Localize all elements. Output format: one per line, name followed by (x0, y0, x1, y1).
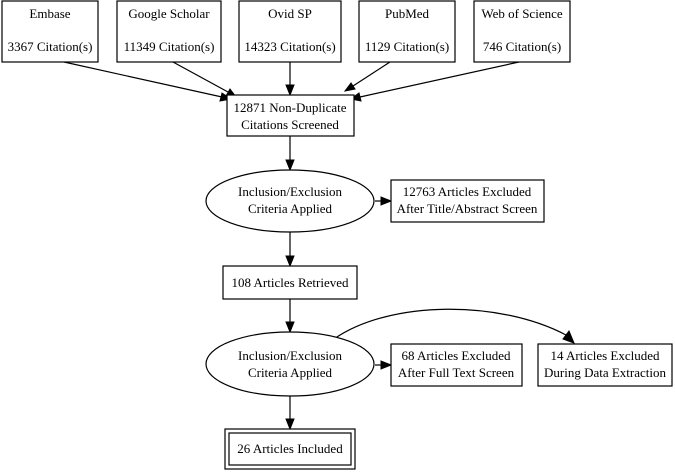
arrowhead-criteria-1 (285, 159, 295, 172)
screened-node: 12871 Non-Duplicate Citations Screened (226, 94, 355, 137)
criteria-node-2: Inclusion/Exclusion Criteria Applied (205, 331, 375, 397)
source-node-google-scholar: Google Scholar 11349 Citation(s) (116, 0, 222, 63)
retrieved-label: 108 Articles Retrieved (232, 275, 349, 290)
excluded-title-abstract-line-2: After Title/Abstract Screen (397, 201, 538, 216)
retrieved-node: 108 Articles Retrieved (222, 265, 358, 300)
source-node-embase: Embase 3367 Citation(s) (1, 0, 99, 63)
source-name: PubMed (385, 6, 430, 21)
criteria-2-line-2: Criteria Applied (248, 365, 333, 380)
arrowhead-included (285, 418, 295, 431)
edge-criteria-2-to-excluded-data-extraction (333, 308, 567, 340)
source-count: 11349 Citation(s) (124, 39, 215, 54)
excluded-data-extraction-node: 14 Articles Excluded During Data Extract… (537, 343, 673, 387)
source-count: 1129 Citation(s) (365, 39, 449, 54)
edge-web-of-science-to-screened (359, 61, 520, 98)
excluded-full-text-line-1: 68 Articles Excluded (401, 348, 511, 363)
source-name: Embase (29, 6, 70, 21)
excluded-data-extraction-line-1: 14 Articles Excluded (550, 348, 660, 363)
source-node-ovid-sp: Ovid SP 14323 Citation(s) (238, 0, 342, 63)
arrowhead-criteria-2 (285, 321, 295, 334)
excluded-data-extraction-line-2: During Data Extraction (544, 365, 667, 380)
excluded-full-text-line-2: After Full Text Screen (398, 365, 515, 380)
source-count: 746 Citation(s) (483, 39, 561, 54)
source-name: Web of Science (481, 6, 562, 21)
screened-line-1: 12871 Non-Duplicate (233, 100, 346, 115)
included-node: 26 Articles Included (224, 428, 356, 470)
excluded-title-abstract-line-1: 12763 Articles Excluded (403, 184, 532, 199)
source-name: Google Scholar (128, 6, 210, 21)
arrowhead-excluded-title-abstract (380, 196, 393, 206)
included-label: 26 Articles Included (237, 441, 343, 456)
arrowhead-excluded-full-text (380, 360, 393, 370)
arrowhead-pubmed (343, 82, 356, 92)
arrowhead-retrieved (285, 255, 295, 268)
edge-embase-to-screened (63, 61, 223, 98)
source-count: 3367 Citation(s) (8, 39, 93, 54)
excluded-full-text-node: 68 Articles Excluded After Full Text Scr… (390, 343, 523, 387)
excluded-title-abstract-node: 12763 Articles Excluded After Title/Abst… (390, 179, 545, 223)
criteria-1-line-2: Criteria Applied (248, 201, 333, 216)
criteria-2-line-1: Inclusion/Exclusion (238, 348, 342, 363)
criteria-1-line-1: Inclusion/Exclusion (238, 184, 342, 199)
source-name: Ovid SP (268, 6, 312, 21)
criteria-node-1: Inclusion/Exclusion Criteria Applied (205, 169, 375, 233)
source-node-web-of-science: Web of Science 746 Citation(s) (473, 0, 571, 63)
edge-pubmed-to-screened (352, 61, 391, 87)
arrowhead-excluded-data-extraction (562, 330, 575, 344)
screened-line-2: Citations Screened (241, 117, 339, 132)
arrowheads (219, 82, 575, 431)
source-count: 14323 Citation(s) (244, 39, 335, 54)
edges (63, 61, 567, 419)
source-node-pubmed: PubMed 1129 Citation(s) (358, 0, 456, 63)
edge-google-scholar-to-screened (172, 61, 229, 93)
arrowhead-ovid-sp (285, 84, 295, 97)
